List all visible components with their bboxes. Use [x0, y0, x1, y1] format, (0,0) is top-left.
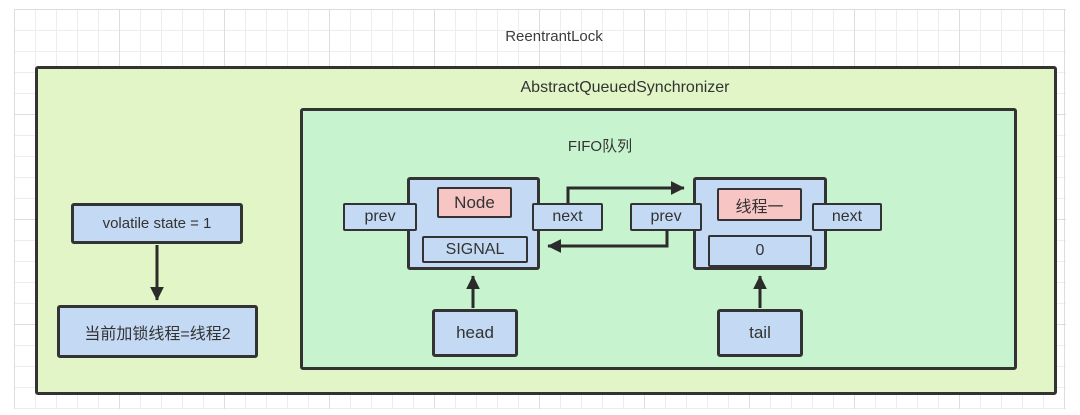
- node1-prev-box: prev: [343, 203, 417, 231]
- node1-next-box: next: [532, 203, 603, 231]
- node2-next-box: next: [812, 203, 882, 231]
- reentrantlock-title: ReentrantLock: [505, 27, 603, 45]
- tail-pointer-box: tail: [717, 309, 803, 357]
- node2-status-box: 0: [708, 235, 812, 267]
- aqs-title: AbstractQueuedSynchronizer: [520, 79, 730, 96]
- node2-type-label: 线程一: [717, 188, 802, 221]
- node2-prev-box: prev: [630, 203, 702, 231]
- fifo-title: FIFO队列: [567, 137, 633, 155]
- node1-type-label: Node: [437, 187, 512, 218]
- owner-thread-box: 当前加锁线程=线程2: [57, 305, 258, 358]
- volatile-state-box: volatile state = 1: [71, 203, 243, 244]
- node1-status-box: SIGNAL: [422, 236, 528, 263]
- head-pointer-box: head: [432, 309, 518, 357]
